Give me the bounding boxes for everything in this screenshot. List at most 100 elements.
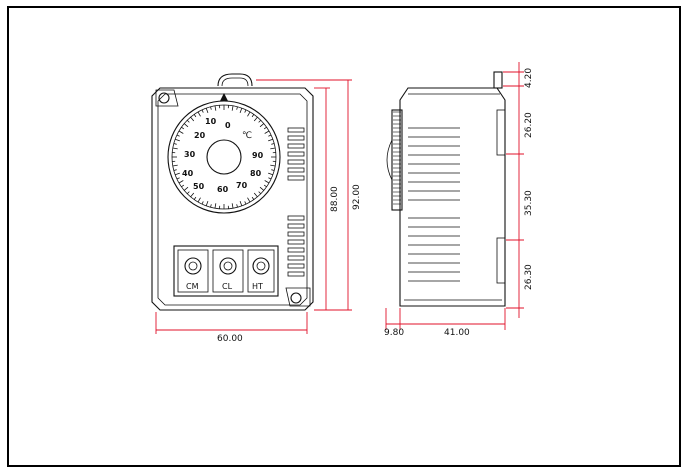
dial-tick xyxy=(271,169,275,171)
dial-tick xyxy=(197,111,201,117)
side-dimensions: 9.80 41.00 4.20 26.20 35.30 26.30 xyxy=(384,62,534,338)
dial-tick xyxy=(268,172,274,176)
dial-tick xyxy=(173,143,177,145)
dial-tick xyxy=(193,114,197,118)
temperature-dial: 10 0 20 30 40 50 60 70 80 90 ℃ xyxy=(167,93,281,214)
screw-cl-icon xyxy=(219,257,237,275)
vent-slot xyxy=(287,263,305,269)
front-vent-slots xyxy=(287,127,305,277)
dial-label-0: 0 xyxy=(225,121,231,130)
screw-cm-inner xyxy=(188,261,198,271)
dial-label-90: 90 xyxy=(252,151,264,160)
dim-depth-label: 41.00 xyxy=(444,328,470,338)
terminal-cm-cell xyxy=(177,249,209,293)
dial-tick xyxy=(268,138,274,142)
dial-tick xyxy=(183,123,189,128)
dial-tick xyxy=(174,138,180,142)
dial-tick xyxy=(186,191,190,195)
hanger-loop xyxy=(217,73,253,87)
rail-clip-lower xyxy=(496,237,506,284)
dim-width-label: 60.00 xyxy=(217,334,243,344)
dial-tick xyxy=(186,119,190,123)
dial-tick xyxy=(205,107,209,113)
dial-pointer-icon xyxy=(220,93,228,101)
dial-tick xyxy=(172,164,178,167)
mount-hole-bottom xyxy=(290,292,302,304)
dial-tick xyxy=(205,201,209,207)
dial-tick xyxy=(268,134,272,137)
hanger-loop-inner xyxy=(221,77,249,87)
side-view xyxy=(386,71,506,307)
dim-seg-top-label: 4.20 xyxy=(524,68,534,88)
front-dimensions: 60.00 88.00 92.00 xyxy=(155,79,362,344)
terminal-cl-cell xyxy=(212,249,244,293)
side-vent-slots xyxy=(408,127,460,282)
rail-clip-upper xyxy=(496,109,506,156)
dial-tick xyxy=(174,172,180,176)
dim-seg-2-label: 35.30 xyxy=(524,190,534,216)
dim-seg-1-label: 26.20 xyxy=(524,112,534,138)
dial-tick xyxy=(239,201,243,207)
dial-label-80: 80 xyxy=(250,169,262,178)
dial-tick xyxy=(214,105,217,111)
dial-tick xyxy=(178,130,184,134)
terminal-housing xyxy=(173,245,279,297)
vent-slot xyxy=(287,223,305,229)
vent-slot xyxy=(287,175,305,181)
dial-label-40: 40 xyxy=(182,169,194,178)
dial-tick xyxy=(210,204,212,208)
dial-tick xyxy=(263,184,267,188)
dial-tick xyxy=(214,203,217,209)
side-body-outline xyxy=(399,87,506,307)
front-body-inner xyxy=(157,93,308,306)
dial-tick xyxy=(236,204,238,208)
dial-tick xyxy=(231,203,234,209)
dial-tick xyxy=(210,106,212,110)
dial-ticks xyxy=(172,105,276,209)
dial-tick xyxy=(263,126,267,130)
dim-height-outer-label: 92.00 xyxy=(352,184,362,210)
side-top-pin xyxy=(493,71,503,89)
mount-tab-bottom xyxy=(285,287,311,307)
dial-knob-center xyxy=(206,139,242,175)
dial-tick xyxy=(201,201,204,205)
dim-height-inner-label: 88.00 xyxy=(330,186,340,212)
dial-tick xyxy=(176,177,180,180)
dial-tick xyxy=(181,126,185,130)
drawing-frame xyxy=(7,6,681,467)
side-knob-profile xyxy=(391,109,403,211)
dial-tick xyxy=(268,177,272,180)
dial-label-70: 70 xyxy=(236,181,248,190)
dim-offset-label: 9.80 xyxy=(384,328,404,338)
screw-cm-icon xyxy=(184,257,202,275)
dial-tick xyxy=(244,201,247,205)
dial-tick xyxy=(190,116,195,122)
knob-ribs xyxy=(393,111,401,205)
dial-tick xyxy=(253,192,258,198)
dial-tick xyxy=(173,169,177,171)
dial-tick xyxy=(193,196,197,200)
dial-label-60: 60 xyxy=(217,185,229,194)
dial-tick xyxy=(236,106,238,110)
dial-tick xyxy=(270,147,276,150)
dial-tick xyxy=(253,116,258,122)
vent-slot xyxy=(287,135,305,141)
dial-tick xyxy=(239,107,243,113)
terminal-block: CM CL HT xyxy=(173,245,279,297)
dial-tick xyxy=(178,180,184,184)
screw-cl-inner xyxy=(223,261,233,271)
dial-tick xyxy=(181,184,185,188)
dial-tick xyxy=(259,186,265,191)
screw-ht-icon xyxy=(252,257,270,275)
dial-tick xyxy=(271,143,275,145)
vent-slot xyxy=(287,167,305,173)
dim-seg-3-label: 26.30 xyxy=(524,264,534,290)
terminal-label-cl: CL xyxy=(222,282,233,291)
vent-slot xyxy=(287,255,305,261)
mount-tab-top xyxy=(155,89,179,107)
dial-tick xyxy=(247,197,251,203)
side-knob-cap xyxy=(386,139,393,181)
vent-slot xyxy=(287,151,305,157)
vent-slot xyxy=(287,239,305,245)
dial-tick xyxy=(247,111,251,117)
